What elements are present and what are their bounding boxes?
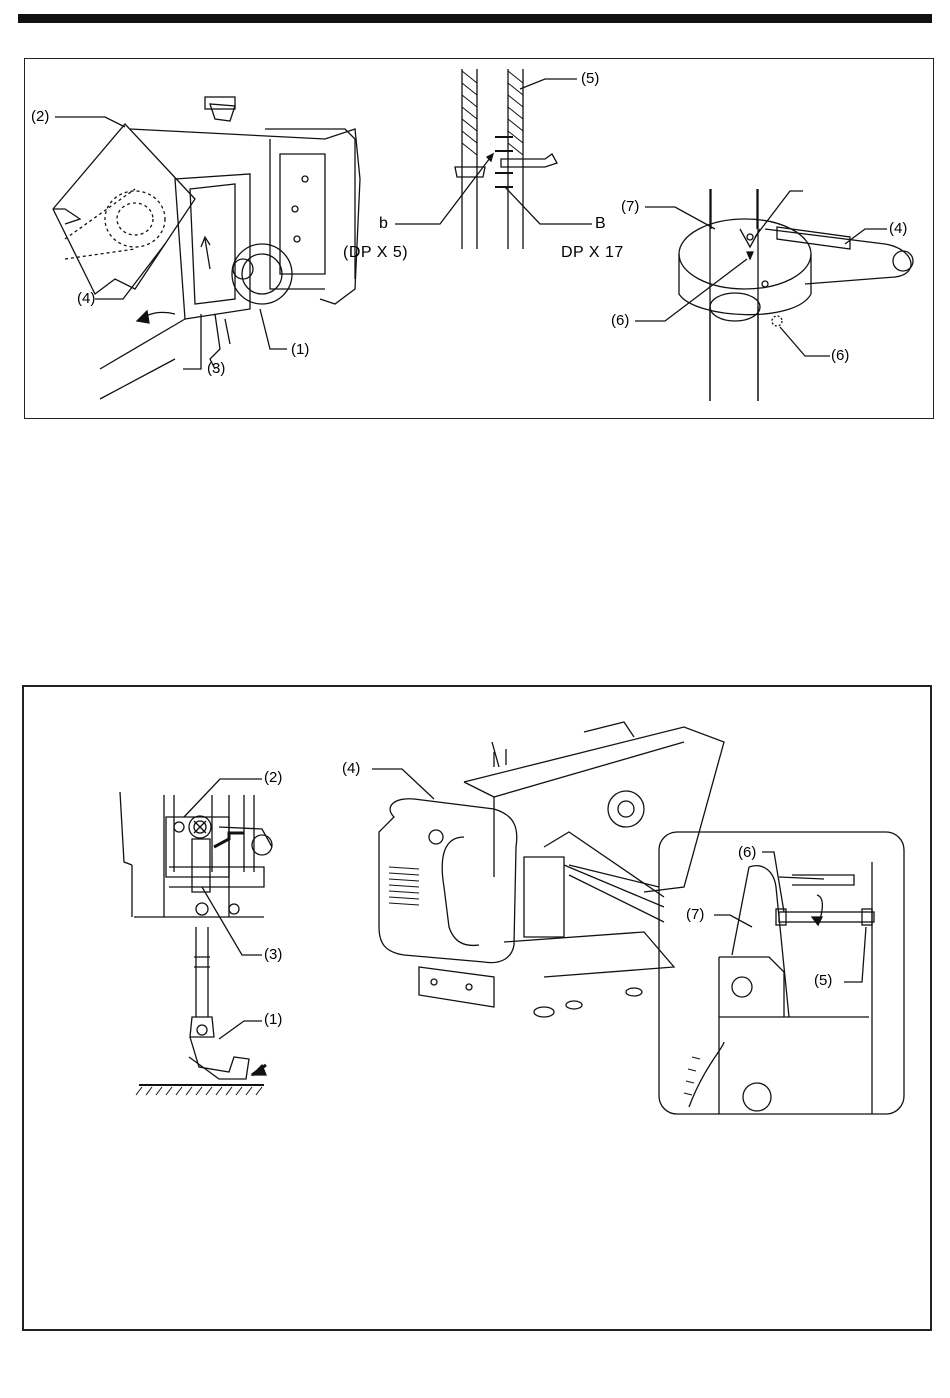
figure2-drawing (24, 687, 934, 1333)
machine-head-illustration (53, 97, 360, 399)
crank-hub-illustration (679, 189, 913, 401)
label-hub-7: (7) (621, 199, 639, 214)
header-rule (18, 14, 932, 23)
needle-bar-illustration (455, 69, 557, 249)
label-crank-4: (4) (889, 221, 907, 236)
inset-detail-illustration (659, 832, 904, 1114)
label-lever-7: (7) (686, 907, 704, 922)
label-cover-2: (2) (31, 109, 49, 124)
machine-with-cover-illustration (379, 722, 724, 1017)
label-needle-bar-5: (5) (581, 71, 599, 86)
label-mark-b: b (379, 216, 388, 231)
label-knob-1: (1) (291, 342, 309, 357)
figure-presser-foot-adjustment: (2) (3) (1) (4) (6) (7) (5) (22, 685, 932, 1331)
label-mark-B: B (595, 216, 606, 231)
label-mark-6b: (6) (831, 348, 849, 363)
label-mark-6a: (6) (611, 313, 629, 328)
label-part-3: (3) (207, 361, 225, 376)
figure1-drawing (25, 59, 935, 420)
label-presser-foot-1: (1) (264, 1012, 282, 1027)
label-dpx17: DP X 17 (561, 245, 624, 260)
figure-needle-bar-timing: (2) (4) (3) (1) (5) b B (DP X 5) DP X 17… (24, 58, 934, 419)
label-screw-5: (5) (814, 973, 832, 988)
label-cover-4: (4) (342, 761, 360, 776)
label-nut-6: (6) (738, 845, 756, 860)
presser-bar-illustration (120, 792, 272, 1095)
label-belt-4: (4) (77, 291, 95, 306)
label-dpx5: (DP X 5) (343, 245, 408, 260)
label-presser-bar-3: (3) (264, 947, 282, 962)
label-screw-2: (2) (264, 770, 282, 785)
